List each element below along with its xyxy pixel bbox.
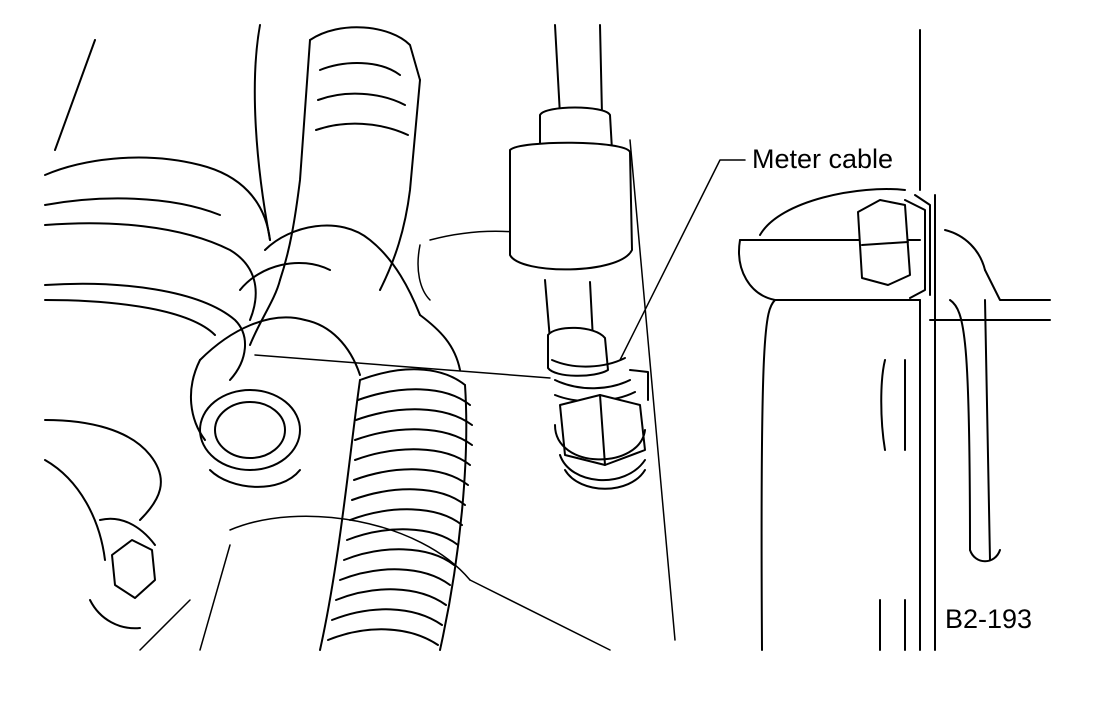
engine-housing-left [44,24,271,561]
figure-code: B2-193 [945,604,1032,634]
meter-cable-assembly [509,24,649,490]
engine-housing-right [738,29,1051,651]
rubber-boot [189,224,461,441]
lower-left-fittings [89,389,301,630]
flexible-hose [319,368,473,651]
housing-lines [139,139,676,651]
right-housing-bolt [857,194,931,299]
callout-leader [619,159,746,361]
cable-ferrule [509,141,633,271]
meter-cable-label: Meter cable [752,144,893,174]
corrugated-boot [249,26,421,346]
